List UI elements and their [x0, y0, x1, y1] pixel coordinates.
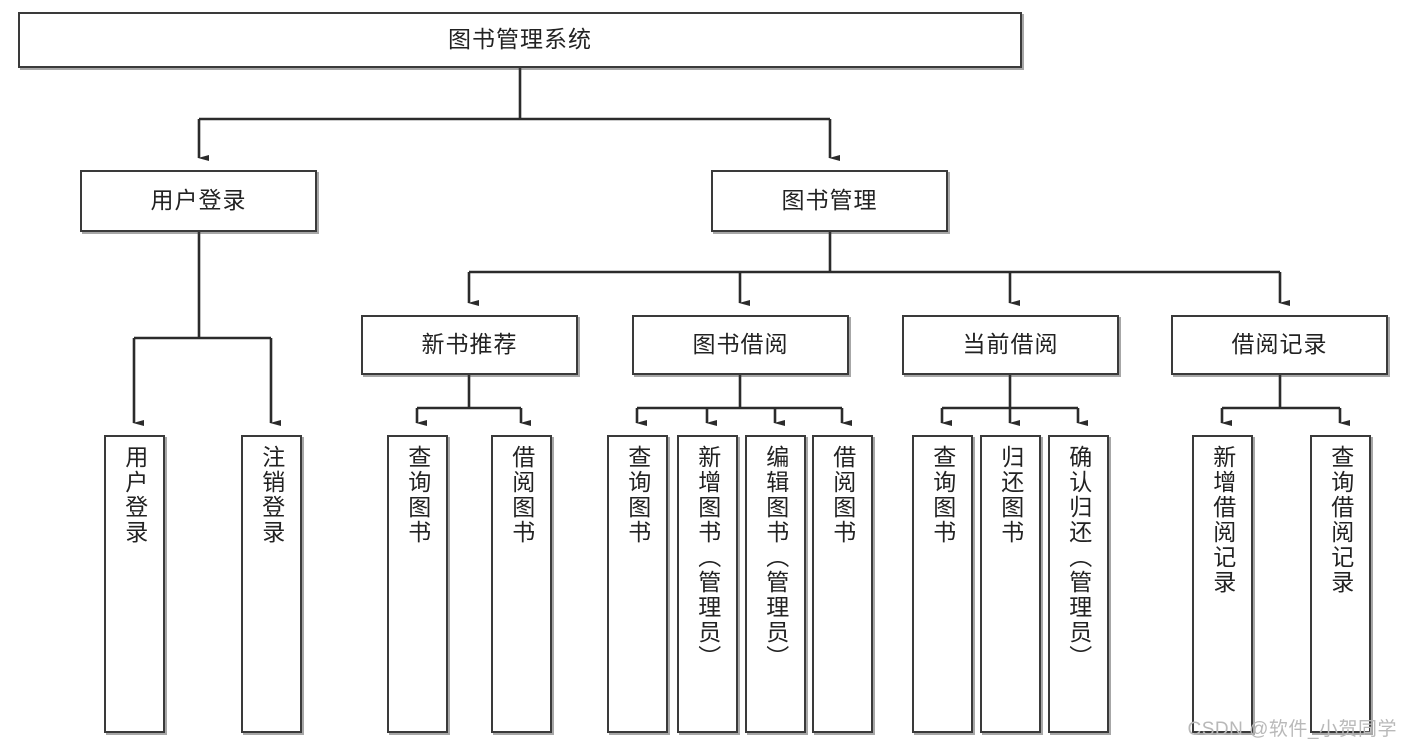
- leaf-edit-book[interactable]: 编辑图书（管理员）: [745, 435, 806, 733]
- node-label: 借阅图书: [508, 445, 535, 545]
- node-current-borrow[interactable]: 当前借阅: [902, 315, 1119, 375]
- node-label: 查询图书: [624, 445, 651, 545]
- node-label: 当前借阅: [962, 331, 1059, 358]
- node-new-book-recommend[interactable]: 新书推荐: [361, 315, 578, 375]
- node-label: 用户登录: [121, 445, 148, 545]
- node-label: 归还图书: [997, 445, 1024, 545]
- node-label: 查询借阅记录: [1327, 445, 1354, 595]
- node-label: 新增借阅记录: [1209, 445, 1236, 595]
- node-label: 借阅记录: [1231, 331, 1328, 358]
- leaf-query-book-recommend[interactable]: 查询图书: [387, 435, 448, 733]
- leaf-borrow-book-recommend[interactable]: 借阅图书: [491, 435, 552, 733]
- node-borrow-record[interactable]: 借阅记录: [1171, 315, 1388, 375]
- node-label: 借阅图书: [829, 445, 856, 545]
- leaf-query-book-borrow[interactable]: 查询图书: [607, 435, 668, 733]
- watermark-text: CSDN @软件_小贺同学: [1187, 719, 1397, 740]
- node-book-management[interactable]: 图书管理: [711, 170, 948, 232]
- node-label: 确认归还（管理员）: [1065, 445, 1092, 670]
- leaf-user-login[interactable]: 用户登录: [104, 435, 165, 733]
- leaf-add-book[interactable]: 新增图书（管理员）: [677, 435, 738, 733]
- node-book-borrow[interactable]: 图书借阅: [632, 315, 849, 375]
- leaf-query-borrow-record[interactable]: 查询借阅记录: [1310, 435, 1371, 733]
- node-label: 用户登录: [150, 187, 247, 214]
- node-label: 图书借阅: [692, 331, 789, 358]
- node-label: 编辑图书（管理员）: [762, 445, 789, 670]
- node-label: 新增图书（管理员）: [694, 445, 721, 670]
- leaf-borrow-book[interactable]: 借阅图书: [812, 435, 873, 733]
- leaf-return-book[interactable]: 归还图书: [980, 435, 1041, 733]
- leaf-confirm-return[interactable]: 确认归还（管理员）: [1048, 435, 1109, 733]
- node-user-login[interactable]: 用户登录: [80, 170, 317, 232]
- node-root-book-management-system[interactable]: 图书管理系统: [18, 12, 1022, 68]
- node-label: 查询图书: [404, 445, 431, 545]
- node-label: 新书推荐: [421, 331, 518, 358]
- leaf-query-book-current[interactable]: 查询图书: [912, 435, 973, 733]
- leaf-logout[interactable]: 注销登录: [241, 435, 302, 733]
- node-label: 查询图书: [929, 445, 956, 545]
- leaf-add-borrow-record[interactable]: 新增借阅记录: [1192, 435, 1253, 733]
- node-label: 图书管理系统: [448, 26, 592, 53]
- node-label: 图书管理: [781, 187, 878, 214]
- node-label: 注销登录: [258, 445, 285, 545]
